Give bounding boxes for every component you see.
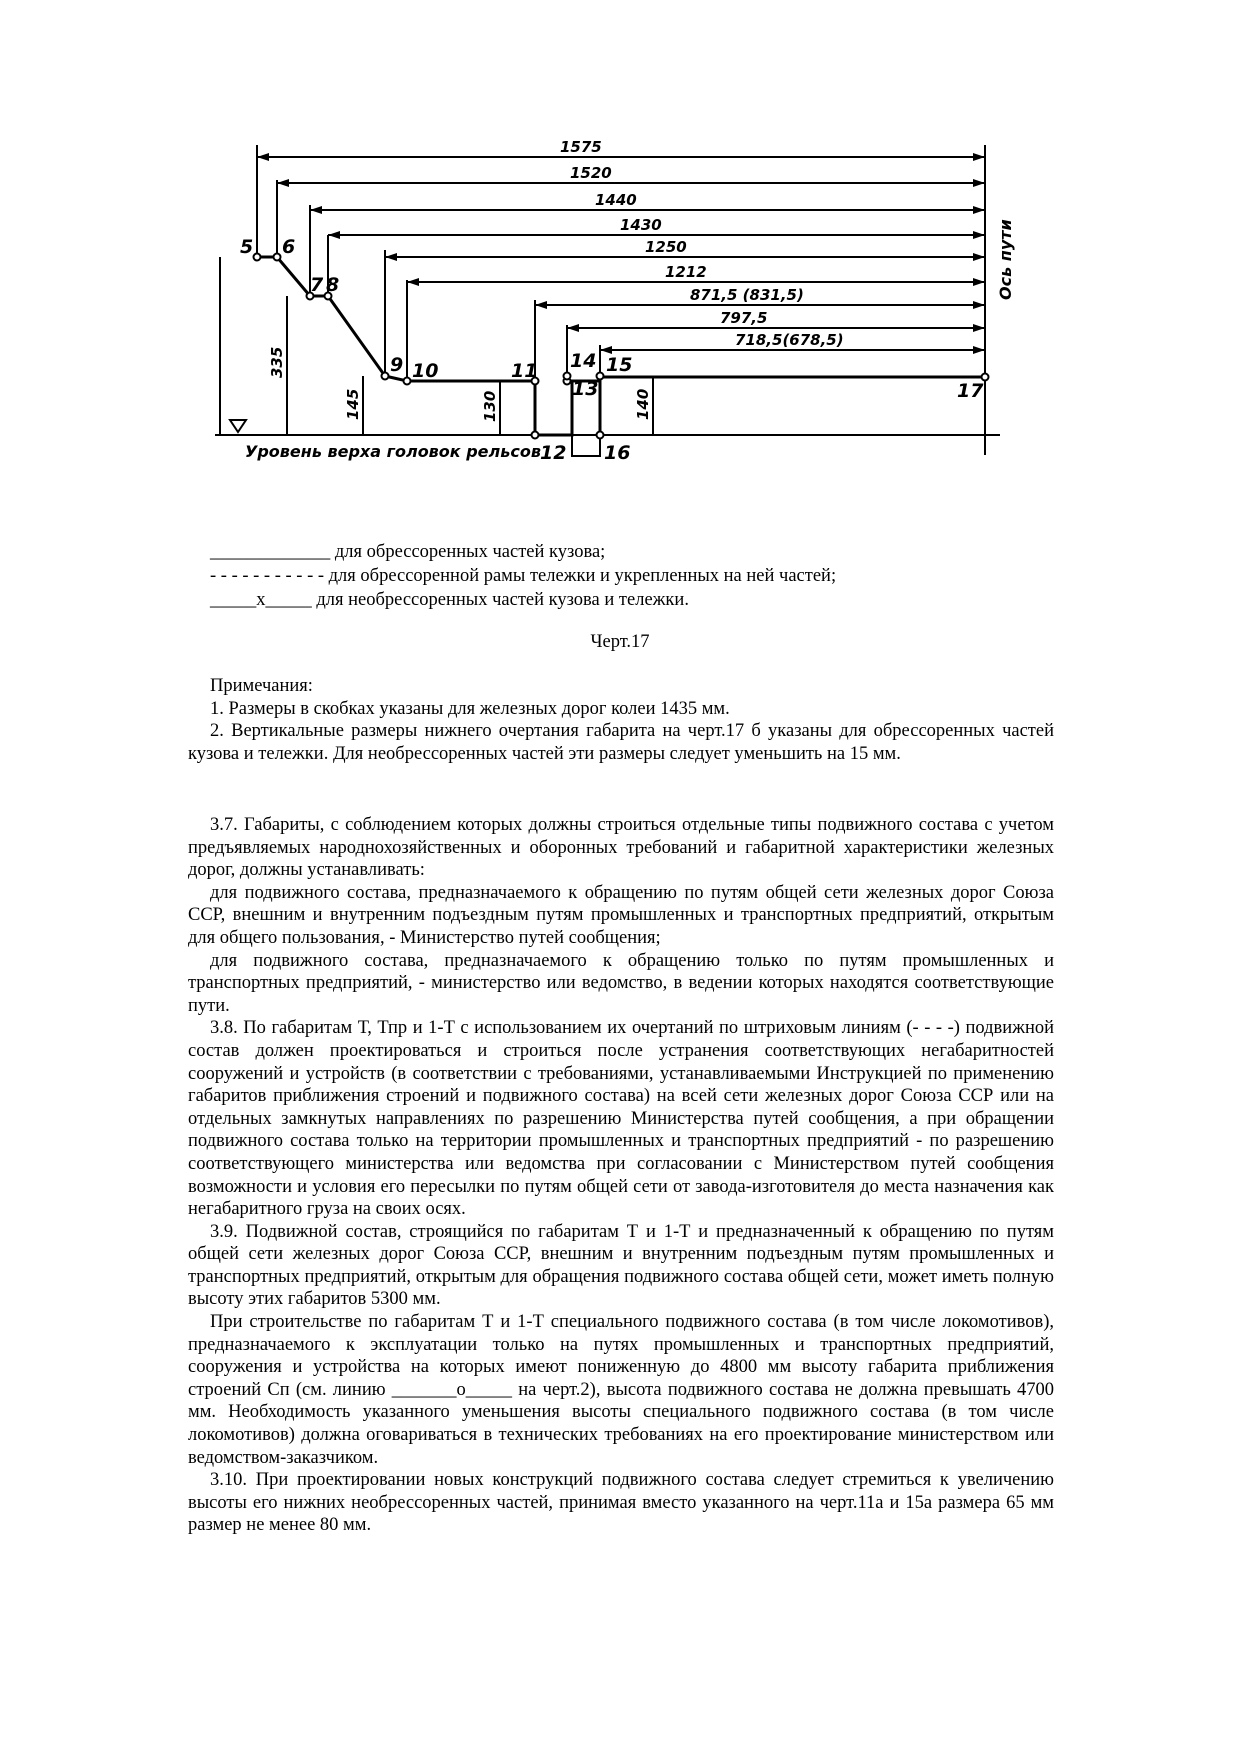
point-9: 9 bbox=[390, 354, 403, 376]
note-2: 2. Вертикальные размеры нижнего очертани… bbox=[188, 721, 1054, 764]
para-3-7-a: для подвижного состава, предназначаемого… bbox=[188, 882, 1054, 948]
point-17: 17 bbox=[957, 380, 984, 402]
dim-1440: 1440 bbox=[595, 191, 637, 209]
body-text: 3.7. Габариты, с соблюдением которых дол… bbox=[188, 814, 1054, 1537]
note-1: 1. Размеры в скобках указаны для железны… bbox=[210, 698, 730, 719]
dim-430: 430 bbox=[215, 326, 219, 358]
point-5: 5 bbox=[240, 236, 253, 258]
dim-145: 145 bbox=[344, 389, 362, 420]
legend-solid: _____________ для обрессоренных частей к… bbox=[210, 542, 606, 562]
gauge-drawing-chart17: 1575 1520 1440 1430 1250 1212 871,5 (831… bbox=[215, 138, 1015, 464]
figure-caption: Черт.17 bbox=[590, 632, 650, 652]
para-3-7-b: для подвижного состава, предназначаемого… bbox=[188, 950, 1054, 1016]
point-15: 15 bbox=[606, 354, 632, 376]
para-3-8: 3.8. По габаритам Т, Тпр и 1-Т с использ… bbox=[188, 1018, 1054, 1220]
dim-1520: 1520 bbox=[570, 164, 612, 182]
dim-335: 335 bbox=[268, 347, 286, 378]
point-13: 13 bbox=[572, 378, 598, 400]
dim-797: 797,5 bbox=[720, 309, 767, 327]
dim-1212: 1212 bbox=[665, 263, 707, 281]
legend-dashed: - - - - - - - - - - - для обрессоренной … bbox=[210, 566, 837, 586]
point-7: 7 bbox=[310, 274, 324, 296]
point-16: 16 bbox=[604, 442, 630, 464]
point-10: 10 bbox=[412, 360, 438, 382]
dim-871: 871,5 (831,5) bbox=[690, 286, 804, 304]
rail-level-label: Уровень верха головок рельсов bbox=[245, 442, 541, 461]
point-6: 6 bbox=[282, 236, 295, 258]
para-3-10: 3.10. При проектировании новых конструкц… bbox=[188, 1470, 1054, 1536]
para-3-9-b: При строительстве по габаритам Т и 1-Т с… bbox=[188, 1312, 1054, 1468]
dim-1575: 1575 bbox=[560, 138, 602, 156]
para-3-9: 3.9. Подвижной состав, строящийся по габ… bbox=[188, 1221, 1054, 1310]
point-8: 8 bbox=[326, 274, 339, 296]
point-14: 14 bbox=[570, 350, 596, 372]
track-axis-label: Ось пути bbox=[996, 219, 1015, 300]
dim-140: 140 bbox=[634, 389, 652, 420]
dim-1250: 1250 bbox=[645, 238, 687, 256]
para-3-7: 3.7. Габариты, с соблюдением которых дол… bbox=[188, 815, 1054, 881]
notes-title: Примечания: bbox=[210, 676, 313, 696]
legend-cross: _____х_____ для необрессоренных частей к… bbox=[210, 590, 689, 610]
dim-130: 130 bbox=[481, 391, 499, 422]
dim-718: 718,5(678,5) bbox=[735, 331, 844, 349]
point-11: 11 bbox=[511, 360, 537, 382]
dim-1430: 1430 bbox=[620, 216, 662, 234]
notes-block: Примечания: 1. Размеры в скобках указаны… bbox=[188, 675, 1054, 765]
point-12: 12 bbox=[540, 442, 566, 464]
